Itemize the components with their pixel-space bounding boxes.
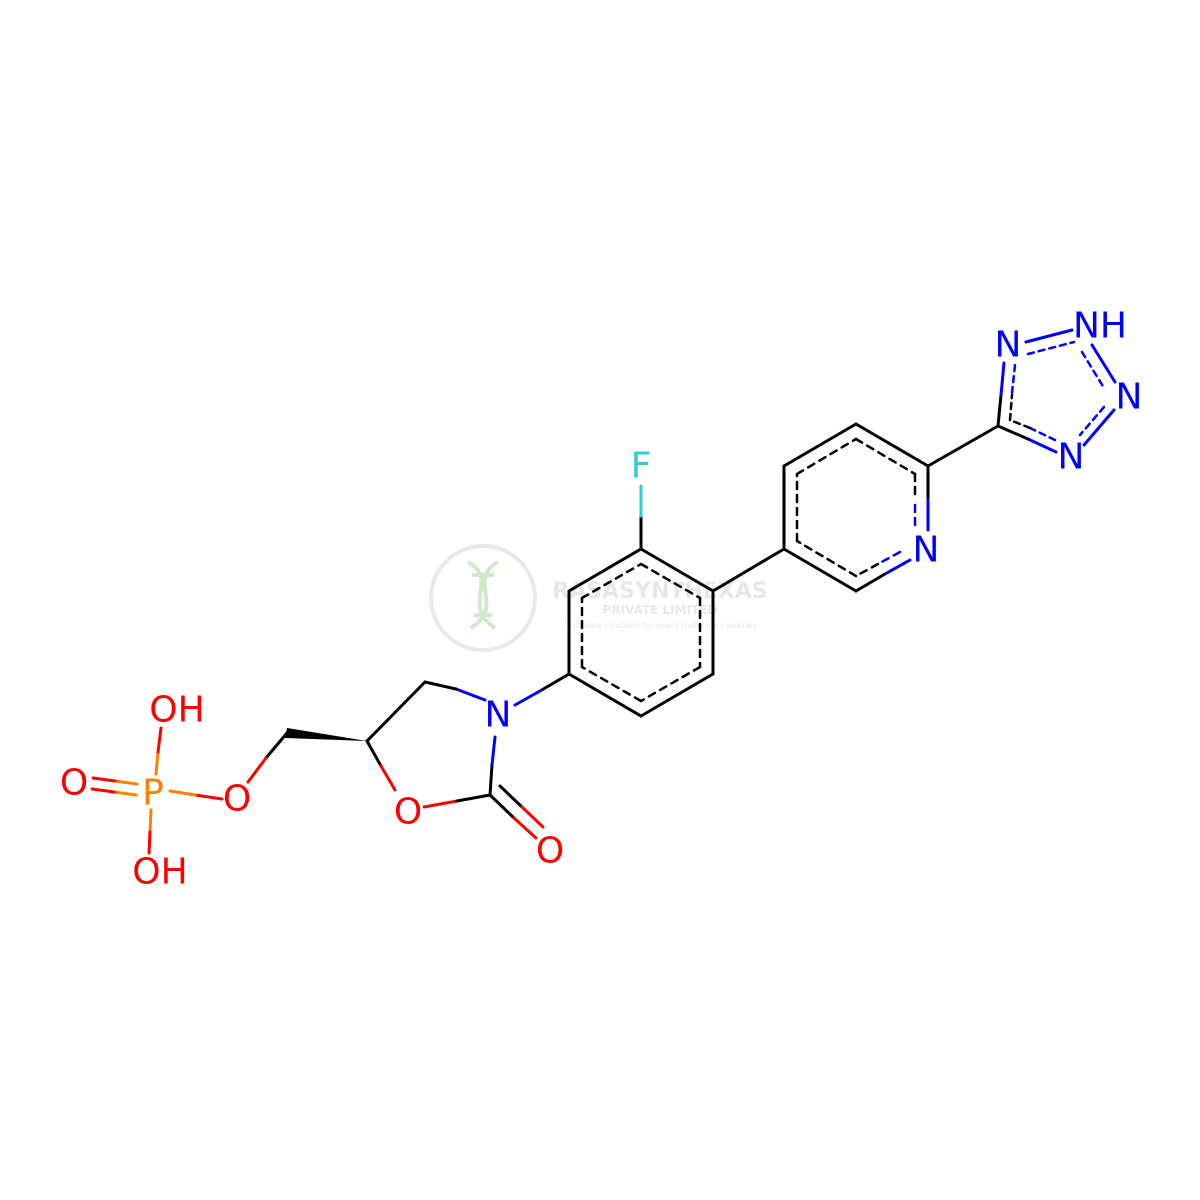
bond-p-o-double-2b [90,787,116,794]
atom-f: F [631,446,652,487]
bond-p-o-double-1b [91,776,117,783]
bond-biaryl [711,547,786,593]
watermark-subtitle: PRIVATE LIMITED [603,603,718,617]
bond-p-oh-top [154,750,160,776]
watermark-tagline: Complete solutions for every molecule's … [563,621,757,630]
atom-labels: F N N NH N N N O O O P O OH OH [60,306,1143,893]
atom-oh-top: OH [149,690,204,731]
bond-pyridine-tetrazole [926,424,1000,468]
atom-o-ester: O [223,779,251,820]
atom-nh-tetrazole: NH [1073,306,1127,347]
atom-n-tetrazole-3: N [1116,377,1143,418]
atom-oh-bottom: OH [132,852,187,893]
bond-p-o-double-2 [112,790,138,797]
bond-p-oh-bottom-o [147,830,152,855]
bond-carbonyl-1 [488,793,516,820]
bond-aryl-n [538,672,571,693]
watermark-logo-ring [429,544,537,652]
bond-carbonyl-1b [512,816,538,840]
oxazolidinone-ring [365,680,497,809]
watermark: RASASYNTHEXAS PRIVATE LIMITED Complete s… [429,544,768,652]
bond-aryl-n-n [513,689,542,707]
bond-ch2-o-o [246,756,268,784]
bonds [90,328,1117,855]
atom-o-ring: O [394,792,422,833]
bond-p-o-double-1 [113,779,139,786]
bond-ch2-o [264,731,289,760]
wedge-bond [285,728,367,741]
bond-p-oh-top-o [156,726,163,754]
fluorophenyl-ring [567,547,715,718]
atom-n-tetrazole-1: N [995,325,1022,366]
atom-o-double: O [60,763,88,804]
bond-p-oh-bottom [148,808,153,834]
bond-carbonyl-2 [498,784,524,809]
atom-n-oxazolidinone: N [485,695,512,736]
pyridine-ring [782,422,930,593]
dna-helix-icon [466,560,500,630]
atom-o-carbonyl: O [536,831,564,872]
atom-p: P [142,773,164,814]
atom-n-tetrazole-4: N [1058,437,1085,478]
tetrazole-ring [996,328,1117,454]
watermark-name: RASASYNTHEXAS [552,579,767,604]
bond-carbonyl-2b [520,805,545,829]
bond-o-p-p [168,789,197,797]
bond-o-p [193,793,224,801]
atom-n-pyridine: N [913,530,940,571]
